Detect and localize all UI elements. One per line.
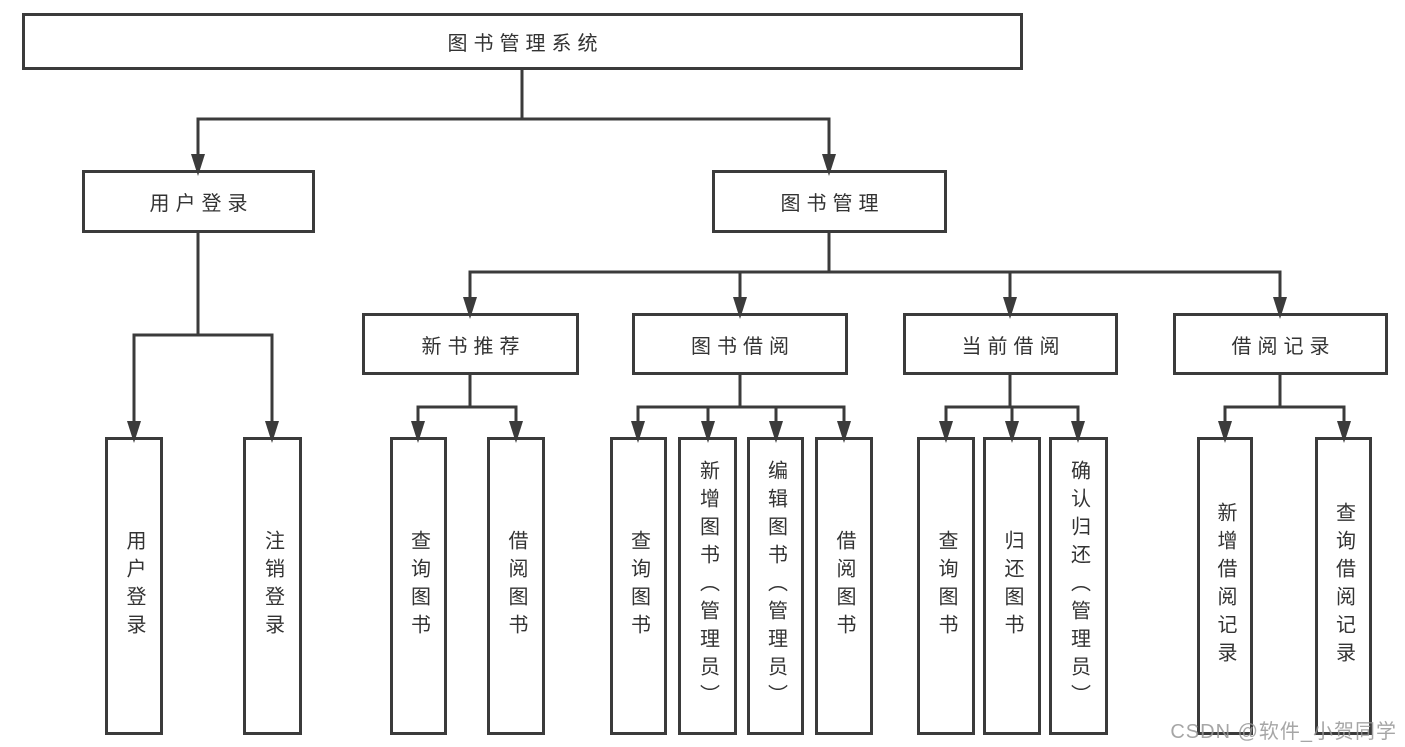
node-user-login: 用户登录	[82, 170, 315, 233]
leaf-current-query-books-label: 查询图书	[935, 530, 957, 642]
leaf-logout-label: 注销登录	[261, 530, 284, 642]
node-book-borrow: 图书借阅	[632, 313, 848, 375]
leaf-edit-books-admin: 编辑图书（管理员）	[747, 437, 804, 735]
leaf-recommend-query-books: 查询图书	[390, 437, 447, 735]
node-current-borrow: 当前借阅	[903, 313, 1118, 375]
leaf-user-login: 用户登录	[105, 437, 163, 735]
node-book-management: 图书管理	[712, 170, 947, 233]
node-borrow-records-label: 借阅记录	[1231, 335, 1336, 358]
connector-recommend	[416, 373, 518, 425]
node-user-login-label: 用户登录	[149, 193, 254, 215]
connector-records	[1223, 373, 1346, 425]
node-new-book-recommend-label: 新书推荐	[421, 335, 526, 358]
leaf-borrow-query-books-label: 查询图书	[627, 530, 650, 642]
leaf-user-login-label: 用户登录	[123, 530, 145, 642]
leaf-recommend-borrow-books-label: 借阅图书	[505, 530, 527, 642]
leaf-query-borrow-record: 查询借阅记录	[1315, 437, 1372, 735]
leaf-edit-books-admin-label: 编辑图书（管理员）	[764, 460, 787, 712]
leaf-confirm-return-admin: 确认归还（管理员）	[1049, 437, 1108, 735]
connector-current	[944, 373, 1080, 425]
leaf-logout: 注销登录	[243, 437, 302, 735]
node-book-management-label: 图书管理	[780, 193, 885, 215]
leaf-add-borrow-record-label: 新增借阅记录	[1214, 502, 1236, 670]
leaf-add-books-admin: 新增图书（管理员）	[678, 437, 737, 735]
node-current-borrow-label: 当前借阅	[961, 335, 1066, 358]
leaf-return-books-label: 归还图书	[1001, 530, 1023, 642]
leaf-borrow-query-books: 查询图书	[610, 437, 667, 735]
leaf-recommend-query-books-label: 查询图书	[407, 530, 430, 642]
node-book-borrow-label: 图书借阅	[691, 335, 795, 358]
connector-borrow	[636, 373, 846, 425]
leaf-query-borrow-record-label: 查询借阅记录	[1332, 502, 1355, 670]
connector-user-login	[132, 231, 274, 425]
leaf-borrow-books: 借阅图书	[815, 437, 873, 735]
leaf-add-borrow-record: 新增借阅记录	[1197, 437, 1253, 735]
leaf-confirm-return-admin-label: 确认归还（管理员）	[1067, 460, 1090, 712]
node-root-label: 图书管理系统	[447, 33, 604, 55]
node-root: 图书管理系统	[22, 13, 1023, 70]
leaf-return-books: 归还图书	[983, 437, 1041, 735]
node-new-book-recommend: 新书推荐	[362, 313, 579, 375]
leaf-current-query-books: 查询图书	[917, 437, 975, 735]
leaf-add-books-admin-label: 新增图书（管理员）	[696, 460, 719, 712]
connector-book-management	[468, 231, 1282, 301]
connector-root	[196, 68, 831, 158]
watermark: CSDN @软件_小贺同学	[1170, 721, 1397, 743]
leaf-borrow-books-label: 借阅图书	[833, 530, 855, 642]
node-borrow-records: 借阅记录	[1173, 313, 1388, 375]
leaf-recommend-borrow-books: 借阅图书	[487, 437, 545, 735]
